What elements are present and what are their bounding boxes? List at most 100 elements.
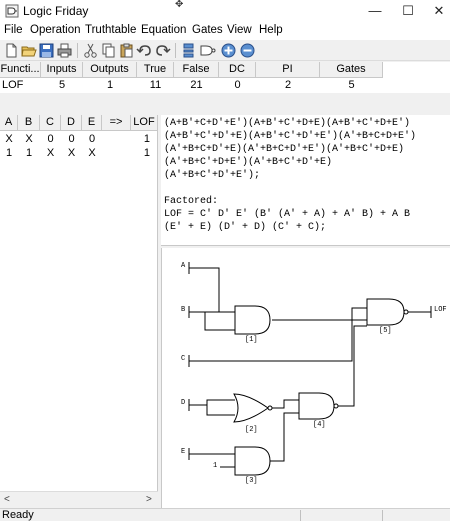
tt-cell[interactable]: 0 (68, 133, 75, 145)
tt-cell[interactable]: X (25, 133, 33, 145)
close-button[interactable]: ✕ (433, 3, 445, 18)
input-label-b: B (181, 306, 186, 314)
summary-cell-gates[interactable]: 5 (348, 79, 355, 91)
gate-label-4: [4] (313, 421, 326, 429)
status-separator (382, 510, 383, 521)
summary-empty-area (383, 62, 450, 93)
summary-cell-outputs[interactable]: 1 (106, 79, 114, 91)
tt-cell[interactable]: 0 (47, 133, 54, 145)
tt-header-b[interactable]: B (18, 115, 40, 131)
tt-header-a[interactable]: A (0, 115, 18, 131)
scroll-left-arrow-icon[interactable]: < (4, 494, 10, 505)
menu-equation[interactable]: Equation (141, 24, 187, 36)
menu-help[interactable]: Help (259, 24, 283, 36)
window-title: Logic Friday (23, 4, 89, 18)
maximize-button[interactable]: ☐ (402, 3, 414, 18)
minimize-function-icon[interactable] (180, 42, 197, 59)
equation-pane[interactable]: (A+B'+C+D'+E')(A+B'+C'+D+E)(A+B'+C'+D+E'… (161, 115, 450, 246)
tt-cell[interactable]: X (5, 133, 13, 145)
tt-header-c[interactable]: C (40, 115, 61, 131)
cut-icon[interactable] (82, 42, 99, 59)
gate-label-3: [3] (245, 477, 258, 485)
tt-cell[interactable]: 1 (143, 147, 150, 159)
add-circle-icon[interactable] (220, 42, 237, 59)
status-separator (300, 510, 301, 521)
new-file-icon[interactable] (3, 42, 20, 59)
title-bar: Logic Friday ✥ — ☐ ✕ (0, 0, 450, 22)
summary-cell-false[interactable]: 21 (190, 79, 203, 91)
tt-cell[interactable] (102, 132, 131, 146)
save-icon[interactable] (38, 42, 55, 59)
menu-bar: File Operation Truthtable Equation Gates… (0, 22, 450, 40)
col-header-true[interactable]: True (137, 62, 174, 78)
open-folder-icon[interactable] (20, 42, 37, 59)
menu-operation[interactable]: Operation (30, 24, 81, 36)
remove-circle-icon[interactable] (239, 42, 256, 59)
circuit-diagram-pane[interactable]: A B C D E 1 LOF [1] [2] [3] [5] [4] (161, 248, 450, 508)
col-header-gates[interactable]: Gates (320, 62, 383, 78)
menu-truthtable[interactable]: Truthtable (85, 24, 137, 36)
menu-gates[interactable]: Gates (192, 24, 223, 36)
summary-cell-pi[interactable]: 2 (284, 79, 292, 91)
horizontal-scrollbar[interactable]: < > (0, 491, 158, 508)
tt-cell[interactable]: X (46, 147, 55, 159)
function-summary-table: Functi... Inputs Outputs True False DC P… (0, 62, 383, 93)
gate-2[interactable] (162, 248, 450, 508)
input-label-d: D (181, 399, 186, 407)
tt-cell[interactable]: X (67, 147, 76, 159)
col-header-outputs[interactable]: Outputs (83, 62, 137, 78)
gate-5[interactable] (162, 248, 450, 508)
tt-cell[interactable]: X (88, 147, 96, 159)
input-label-a: A (181, 262, 186, 270)
tt-cell[interactable]: 1 (5, 147, 13, 159)
col-header-dc[interactable]: DC (219, 62, 256, 78)
tt-cell[interactable] (102, 146, 131, 160)
circuit-diagram (188, 262, 432, 468)
equation-line: (E' + E) (D' + D) (C' + C); (164, 222, 327, 233)
gate-3[interactable] (162, 248, 450, 508)
toolbar (0, 40, 450, 61)
gate-label-1: [1] (245, 336, 258, 344)
col-header-function[interactable]: Functi... (0, 62, 41, 78)
tt-header-d[interactable]: D (61, 115, 82, 131)
gate-icon[interactable] (199, 42, 216, 59)
redo-icon[interactable] (154, 42, 171, 59)
status-bar: Ready (0, 508, 450, 521)
summary-cell-function[interactable]: LOF (2, 79, 24, 91)
tt-header-lof[interactable]: LOF (131, 115, 158, 131)
tt-header-e[interactable]: E (82, 115, 102, 131)
undo-icon[interactable] (136, 42, 153, 59)
gate-1[interactable] (162, 248, 450, 508)
input-label-e: E (181, 448, 186, 456)
tt-cell[interactable]: 0 (88, 133, 96, 145)
output-label-lof: LOF (434, 306, 447, 314)
tt-header-arrow[interactable]: => (102, 115, 131, 131)
menu-view[interactable]: View (227, 24, 252, 36)
gate-label-2: [2] (245, 426, 258, 434)
equation-line: (A'+B+C'+D'+E'); (164, 170, 261, 181)
app-logo-icon (5, 4, 19, 18)
scroll-right-arrow-icon[interactable]: > (146, 494, 152, 505)
gate-4[interactable] (162, 248, 450, 508)
print-icon[interactable] (56, 42, 73, 59)
minimize-button[interactable]: — (368, 3, 382, 18)
col-header-inputs[interactable]: Inputs (41, 62, 83, 78)
equation-line: (A'+B+C'+D+E')(A'+B+C'+D'+E) (164, 157, 333, 168)
copy-icon[interactable] (100, 42, 117, 59)
tt-cell[interactable]: 1 (25, 147, 33, 159)
paste-icon[interactable] (118, 42, 135, 59)
move-cursor-icon: ✥ (175, 0, 184, 10)
col-header-pi[interactable]: PI (256, 62, 320, 78)
tt-cell[interactable]: 1 (143, 133, 150, 145)
status-text: Ready (2, 509, 34, 521)
summary-cell-true[interactable]: 11 (149, 79, 162, 91)
menu-file[interactable]: File (4, 24, 23, 36)
gate-label-5: [5] (379, 327, 392, 335)
summary-cell-dc[interactable]: 0 (234, 79, 241, 91)
equation-line: (A'+B+C+D'+E)(A'+B+C+D'+E')(A'+B+C'+D+E) (164, 144, 405, 155)
summary-cell-inputs[interactable]: 5 (58, 79, 66, 91)
truthtable-pane: A B C D E => LOF X X 0 0 0 1 1 1 X X X 1 (0, 115, 158, 493)
col-header-false[interactable]: False (174, 62, 219, 78)
equation-line: (A+B'+C'+D'+E)(A+B'+C'+D'+E')(A'+B+C+D+E… (164, 131, 417, 142)
constant-one-label: 1 (213, 462, 218, 470)
